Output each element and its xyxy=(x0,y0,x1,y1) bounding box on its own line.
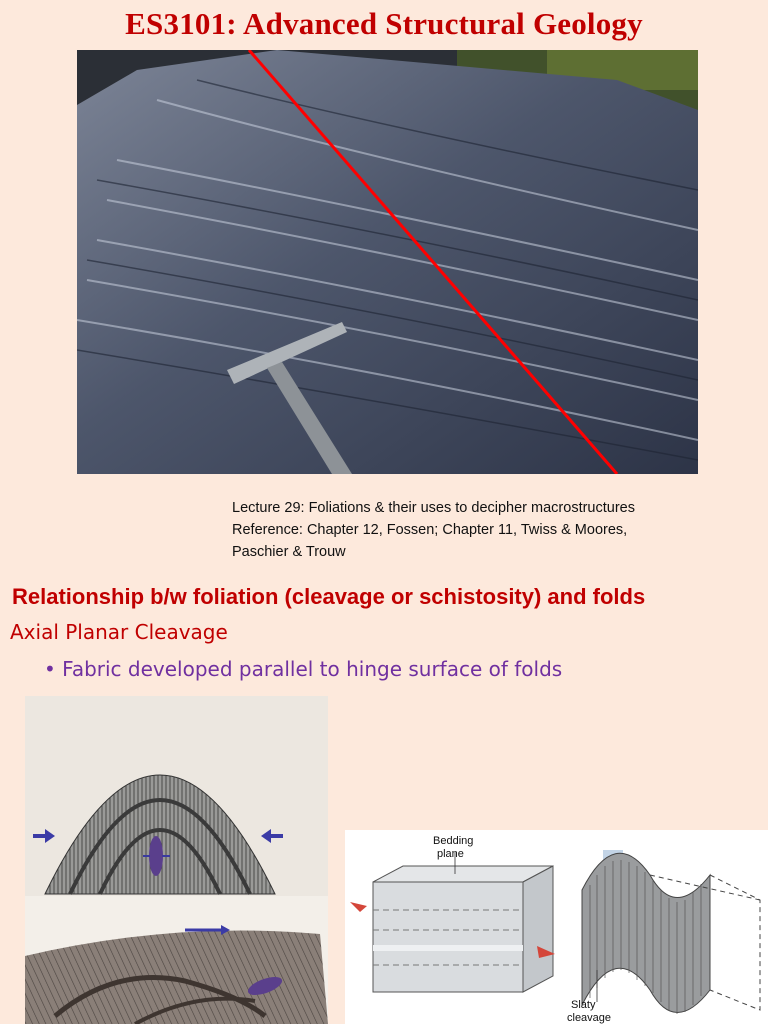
bullet-text: Fabric developed parallel to hinge surfa… xyxy=(62,657,563,681)
section-subheading: Axial Planar Cleavage xyxy=(10,620,228,644)
bedding-cleavage-figure: Bedding plane Slaty cleavage xyxy=(345,830,768,1024)
lecture-line-2: Reference: Chapter 12, Fossen; Chapter 1… xyxy=(232,522,628,538)
section-heading: Relationship b/w foliation (cleavage or … xyxy=(12,584,646,609)
axial-trace-line xyxy=(247,50,619,474)
slide-title: ES3101: Advanced Structural Geology xyxy=(125,6,643,41)
cleavage-label-line2: cleavage xyxy=(567,1012,611,1024)
bedding-label-line1: Bedding xyxy=(433,835,473,847)
outcrop-photo xyxy=(77,50,698,474)
lecture-info: Lecture 29: Foliations & their uses to d… xyxy=(232,497,762,563)
fold-cleavage-figure xyxy=(25,696,328,1024)
strain-ellipse-2 xyxy=(247,976,283,996)
bedding-label-line2: plane xyxy=(437,848,464,860)
lecture-line-1: Lecture 29: Foliations & their uses to d… xyxy=(232,500,635,516)
lecture-line-3: Paschier & Trouw xyxy=(232,544,346,560)
strain-ellipse-1 xyxy=(149,836,163,876)
stress-arrow-left xyxy=(350,902,367,912)
stress-arrow-right xyxy=(537,946,555,958)
cleavage-label-line1: Slaty xyxy=(571,999,596,1011)
bullet-marker: • xyxy=(44,657,56,681)
bullet-item: • Fabric developed parallel to hinge sur… xyxy=(44,657,562,681)
